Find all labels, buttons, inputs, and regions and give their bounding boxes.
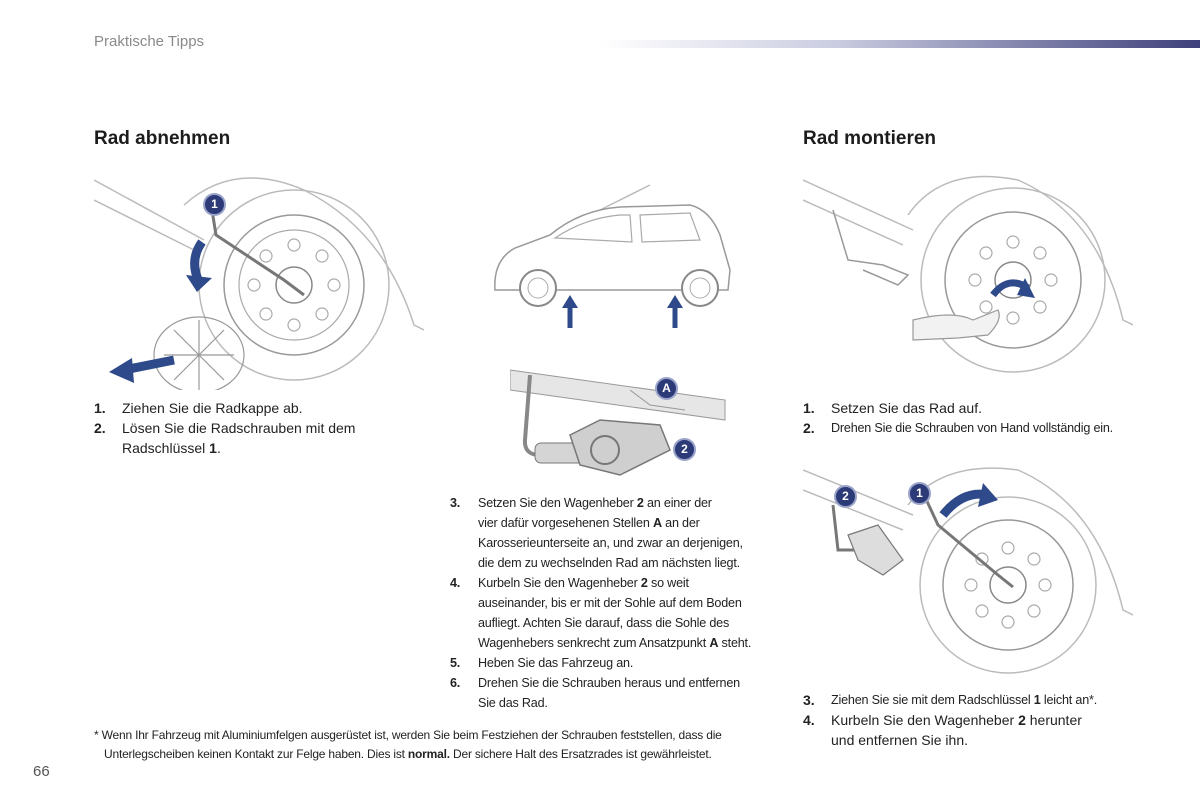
step-number: 3. xyxy=(450,496,461,510)
step-text: Kurbeln Sie den Wagenheber xyxy=(831,712,1019,728)
callout-2-right: 2 xyxy=(834,485,857,508)
step-text-cont: Radschlüssel xyxy=(122,440,210,456)
footnote: * Wenn Ihr Fahrzeug mit Aluminiumfelgen … xyxy=(94,726,794,764)
step-text: Ziehen Sie sie mit dem Radschlüssel xyxy=(831,693,1034,707)
wheel-mount-illustration xyxy=(803,175,1133,373)
footnote-line-2-end: Der sichere Halt des Ersatzrades ist gew… xyxy=(449,747,712,761)
footnote-line-1: * Wenn Ihr Fahrzeug mit Aluminiumfelgen … xyxy=(94,728,722,742)
right-step-4: 4. Kurbeln Sie den Wagenheber 2 herunter u… xyxy=(803,710,1183,750)
step-text: steht. xyxy=(718,636,752,650)
step-number: 4. xyxy=(450,576,461,590)
step-number: 4. xyxy=(803,712,815,728)
step-text-end: . xyxy=(216,440,221,456)
callout-2-middle: 2 xyxy=(673,438,696,461)
middle-step-5: 5. Heben Sie das Fahrzeug an. xyxy=(450,653,790,673)
right-step-2: 2. Drehen Sie die Schrauben von Hand voll… xyxy=(803,418,1183,438)
step-number: 1. xyxy=(803,400,815,416)
callout-ref: 1 xyxy=(209,440,217,456)
step-text: so weit xyxy=(647,576,689,590)
step-number: 1. xyxy=(94,400,106,416)
header-bar xyxy=(600,40,1200,48)
callout-ref: 2 xyxy=(1018,712,1026,728)
callout-a-middle: A xyxy=(655,377,678,400)
step-number: 5. xyxy=(450,656,461,670)
step-text: Lösen Sie die Radschrauben mit dem xyxy=(122,420,356,436)
left-title: Rad abnehmen xyxy=(94,128,231,149)
step-text: und entfernen Sie ihn. xyxy=(831,732,968,748)
step-text: Karosserieunterseite an, und zwar an der… xyxy=(478,536,743,550)
middle-step-6: 6. Drehen Sie die Schrauben heraus und e… xyxy=(450,673,790,713)
callout-ref: A xyxy=(709,636,719,650)
step-text: auseinander, bis er mit der Sohle auf de… xyxy=(478,596,742,610)
callout-1-right: 1 xyxy=(908,482,931,505)
step-number: 6. xyxy=(450,676,461,690)
step-number: 2. xyxy=(94,420,106,436)
step-text: Heben Sie das Fahrzeug an. xyxy=(478,656,634,670)
step-text: Wagenhebers senkrecht zum Ansatzpunkt xyxy=(478,636,710,650)
middle-step-3: 3. Setzen Sie den Wagenheber 2 an einer … xyxy=(450,493,790,573)
right-step-1: 1. Setzen Sie das Rad auf. xyxy=(803,398,1163,418)
middle-steps: 3. Setzen Sie den Wagenheber 2 an einer … xyxy=(450,493,790,713)
callout-ref: 1 xyxy=(1033,693,1041,707)
jack-placement-illustration xyxy=(510,369,726,476)
step-text: die dem zu wechselnden Rad am nächsten l… xyxy=(478,556,740,570)
callout-ref: 2 xyxy=(636,496,644,510)
step-text: vier dafür vorgesehenen Stellen xyxy=(478,516,653,530)
step-text: Sie das Rad. xyxy=(478,696,548,710)
step-text: Setzen Sie das Rad auf. xyxy=(831,400,982,416)
step-text: herunter xyxy=(1025,712,1082,728)
callout-ref: A xyxy=(652,516,662,530)
callout-1-left: 1 xyxy=(203,193,226,216)
step-number: 2. xyxy=(803,420,815,436)
footnote-emphasis: normal. xyxy=(407,747,450,761)
step-text: an einer der xyxy=(643,496,712,510)
wheel-remove-illustration xyxy=(94,177,424,390)
step-text: Ziehen Sie die Radkappe ab. xyxy=(122,400,303,416)
right-title: Rad montieren xyxy=(803,128,937,149)
section-header: Praktische Tipps xyxy=(94,33,205,50)
step-number: 3. xyxy=(803,692,815,708)
step-text: aufliegt. Achten Sie darauf, dass die So… xyxy=(478,616,730,630)
middle-step-4: 4. Kurbeln Sie den Wagenheber 2 so weit … xyxy=(450,573,790,653)
wheel-tighten-illustration xyxy=(803,467,1133,674)
step-text: leicht an*. xyxy=(1040,693,1098,707)
step-text: an der xyxy=(661,516,700,530)
footnote-line-2: Unterlegscheiben keinen Kontakt zur Felg… xyxy=(104,747,408,761)
car-side-illustration xyxy=(494,184,731,328)
right-step-3: 3.Ziehen Sie sie mit dem Radschlüssel 1 … xyxy=(803,690,1183,710)
page-number: 66 xyxy=(33,763,50,780)
left-step-1: 1. Ziehen Sie die Radkappe ab. xyxy=(94,398,414,418)
callout-ref: 2 xyxy=(640,576,648,590)
step-text: Kurbeln Sie den Wagenheber xyxy=(478,576,641,590)
step-text: Setzen Sie den Wagenheber xyxy=(478,496,637,510)
step-text: Drehen Sie die Schrauben von Hand vollst… xyxy=(831,421,1113,435)
step-text: Drehen Sie die Schrauben heraus und entf… xyxy=(478,676,740,690)
